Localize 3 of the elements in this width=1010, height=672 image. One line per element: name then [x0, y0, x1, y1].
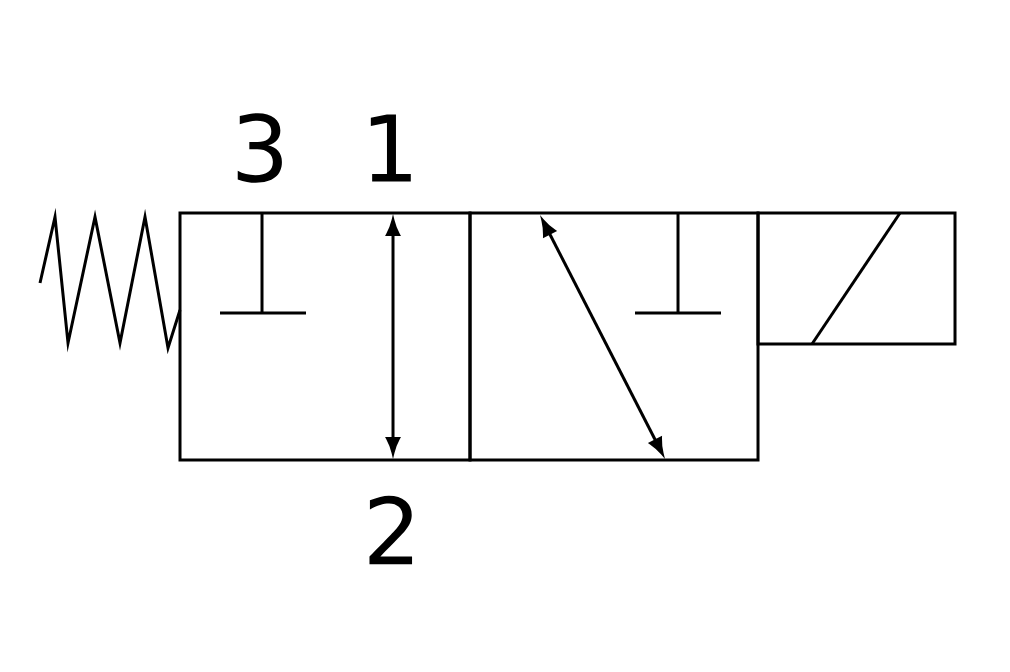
port-number: 2: [369, 495, 413, 565]
port-number: 1: [370, 114, 411, 182]
port-number: 3: [237, 113, 282, 183]
